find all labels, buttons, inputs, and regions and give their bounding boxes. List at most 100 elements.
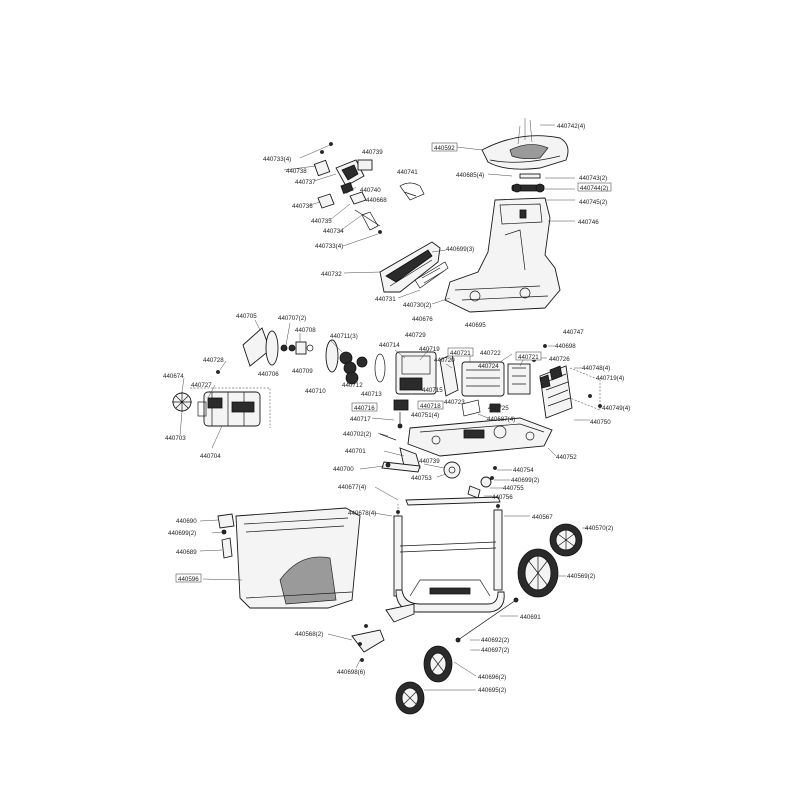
part-label: 440728 [203,357,224,364]
part-label: 440709 [292,368,313,375]
side-cover-part [379,241,441,293]
part-label: 440704 [200,453,221,460]
part-label: 440733(4) [315,243,343,250]
part-label: 440739 [362,149,383,156]
collection-bin-part [235,507,361,609]
part-label: 440754 [513,467,534,474]
part-label: 440687(4) [487,416,515,423]
part-label: 440695(2) [478,687,506,694]
part-label: 440715 [422,387,443,394]
part-label: 440747 [563,329,584,336]
part-label: 440699(3) [446,246,474,253]
part-label: 440689 [176,549,197,556]
small-hardware-parts [379,399,501,469]
part-label: 440685(4) [456,172,484,179]
wheel-left-part [395,645,453,715]
part-label: 440705 [236,313,257,320]
part-label: 440676 [412,316,433,323]
part-label: 440691 [520,614,541,621]
part-label: 440725 [488,405,509,412]
part-label: 440751(4) [411,412,439,419]
part-label: 440692(2) [481,637,509,644]
part-label: 440678(4) [348,510,376,517]
part-label: 440674 [163,373,184,380]
part-label: 440569(2) [567,573,595,580]
part-label: 440737 [295,179,316,186]
part-label: 440752 [556,454,577,461]
axle-part [455,597,519,643]
blade-disk-part [242,327,386,385]
part-label: 440730(2) [403,302,431,309]
part-label: 440739 [419,458,440,465]
wheel-hub-cap-part [549,523,583,557]
foot-parts [351,603,415,662]
hopper-lid-part [481,135,569,170]
part-label: 440721 [450,350,471,357]
part-label: 440748(4) [582,365,610,372]
vent-grille-part [414,261,449,289]
part-label: 440723 [444,399,465,406]
part-label: 440696(2) [478,674,506,681]
part-label: 440702(2) [343,431,371,438]
bin-handle-parts [217,513,235,559]
part-label: 440724 [478,363,499,370]
part-label: 440719 [419,346,440,353]
part-label: 440733(4) [263,156,291,163]
part-label: 440697(2) [481,647,509,654]
part-label: 440740 [360,187,381,194]
part-label: 440729 [405,332,426,339]
part-label: 440668 [366,197,387,204]
part-label: 440699(2) [168,530,196,537]
part-label: 440708 [295,327,316,334]
part-label: 440755 [503,485,524,492]
part-label: 440701 [345,448,366,455]
wheel-large-part [517,548,559,598]
part-label: 440719(4) [596,375,624,382]
part-label: 440743(2) [579,175,607,182]
part-label: 440744(2) [580,185,608,192]
part-label: 440742(4) [557,123,585,130]
part-label: 440596 [178,576,199,583]
trolley-frame-part [393,496,505,613]
part-label: 440677(4) [338,484,366,491]
part-label: 440710 [305,388,326,395]
switch-assembly-parts [299,142,425,234]
part-label: 440699(2) [511,477,539,484]
part-label: 440749(4) [602,405,630,412]
part-label: 440734 [323,228,344,235]
part-label: 440718 [420,403,441,410]
base-plate-part [407,417,553,457]
motor-housing-part [395,351,531,397]
part-label: 440726 [549,356,570,363]
part-label: 440721 [518,354,539,361]
part-label: 440727 [191,382,212,389]
part-label: 440712 [342,382,363,389]
part-label: 440690 [176,518,197,525]
part-label: 440706 [258,371,279,378]
part-label: 440707(2) [278,315,306,322]
part-label: 440717 [350,416,371,423]
part-label: 440738 [286,168,307,175]
part-label: 440568(2) [295,631,323,638]
part-label: 440567 [532,514,553,521]
part-label: 440570(2) [585,525,613,532]
part-label: 440698 [555,343,576,350]
part-label: 440756 [492,494,513,501]
part-label: 440731 [375,296,396,303]
part-label: 440746 [578,219,599,226]
part-label: 440711(3) [330,333,358,340]
fan-cover-part [539,365,573,419]
part-label: 440736 [292,203,313,210]
part-label: 440700 [333,466,354,473]
part-label: 440720 [434,357,455,364]
part-label: 440713 [361,391,382,398]
part-label: 440695 [465,322,486,329]
latch-parts [381,461,497,499]
main-housing-part [444,197,561,313]
part-label: 440714 [379,342,400,349]
part-label: 440592 [434,145,455,152]
lid-screws-part [517,118,533,145]
part-label: 440698(6) [337,669,365,676]
